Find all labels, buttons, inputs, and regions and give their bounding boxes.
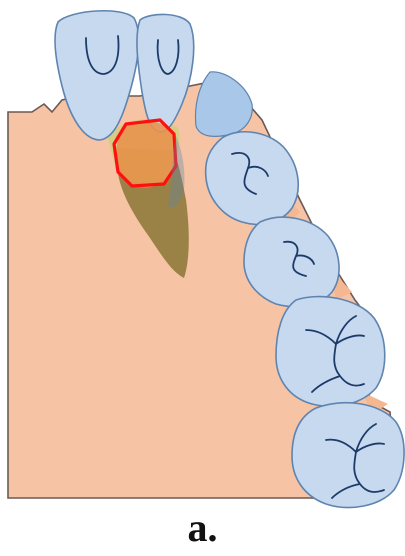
panel-label: a. — [0, 506, 405, 550]
first-premolar — [244, 217, 339, 307]
second-molar — [292, 403, 404, 508]
first-molar — [276, 297, 385, 407]
lateral-incisor — [196, 72, 253, 137]
